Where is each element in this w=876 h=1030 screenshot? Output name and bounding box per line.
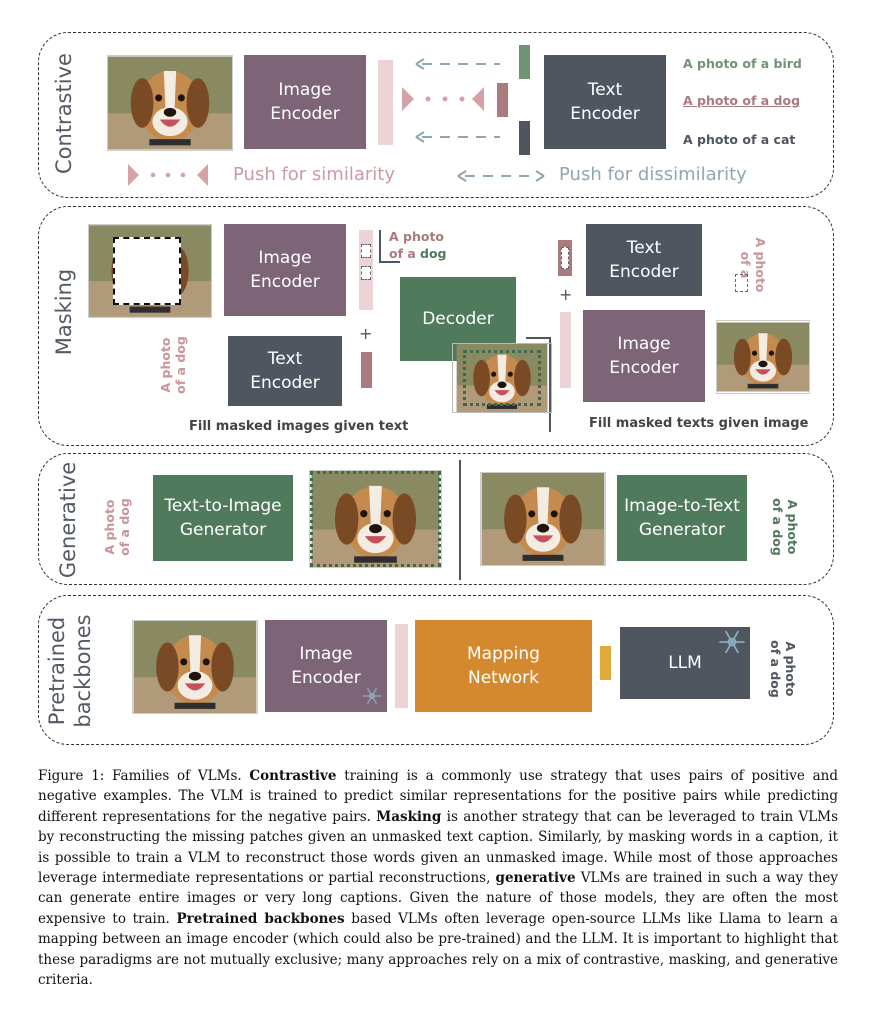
caption-bold-contrastive: Contrastive <box>249 768 337 784</box>
contrastive-panel <box>38 32 834 198</box>
image-embedding-pretrained <box>395 624 408 708</box>
reconstructed-dog-photo <box>452 343 552 413</box>
masking-left-input-text: A photo of a dog <box>158 336 188 394</box>
image-encoder: Image Encoder <box>244 55 366 149</box>
masked-image-embedding <box>359 230 373 310</box>
generated-dog-photo <box>309 470 442 568</box>
image-encoder-masking-right: Image Encoder <box>583 310 705 402</box>
caption-text-1: Families of VLMs. <box>104 768 250 784</box>
text-encoder-masking-left: Text Encoder <box>228 336 342 406</box>
text-embedding-bird <box>519 45 530 79</box>
masked-dog-photo <box>88 224 212 318</box>
contrastive-title: Contrastive <box>52 53 76 174</box>
plus-right: + <box>559 285 573 304</box>
decoded-text-line1: A photo <box>389 229 445 244</box>
mapped-embedding <box>600 646 611 680</box>
caption-cat: A photo of a cat <box>683 132 796 147</box>
similarity-legend-icon <box>128 164 208 186</box>
llm-frozen-snowflake-icon <box>718 630 746 654</box>
dog-photo-masking-right <box>716 320 810 394</box>
mapping-network: Mapping Network <box>415 620 592 712</box>
dog-photo <box>107 55 233 151</box>
pretrained-panel <box>38 595 834 745</box>
decoded-text-line2: of a <box>389 246 416 261</box>
dog-photo-pretrained <box>132 620 258 714</box>
figure-caption: Figure 1: Families of VLMs. Contrastive … <box>38 766 838 990</box>
decoded-text-word: dog <box>420 246 447 261</box>
text-encoder-masking-right: Text Encoder <box>586 224 702 296</box>
caption-text-2: training is a commonly use strategy that… <box>38 768 838 825</box>
masked-text-embedding <box>558 240 572 276</box>
generative-panel <box>38 453 834 585</box>
text-embedding-left <box>361 352 372 388</box>
llm: LLM <box>620 627 750 699</box>
masked-word-slot <box>735 274 748 292</box>
image-encoder-pretrained: Image Encoder <box>265 620 387 712</box>
contrastive-arrows <box>402 58 500 143</box>
caption-text-5: based VLMs often leverage open-source LL… <box>38 910 839 989</box>
legend-similarity: Push for similarity <box>233 164 395 185</box>
caption-bold-pretrained: Pretrained backbones <box>176 910 345 927</box>
pretrained-output-text: A photo of a dog <box>768 640 798 698</box>
caption-bird: A photo of a bird <box>683 56 802 71</box>
caption-label: Figure 1: <box>38 768 105 784</box>
masking-panel <box>38 206 834 446</box>
caption-text-4: VLMs are trained in such a way they can … <box>38 870 838 927</box>
generative-input-text: A photo of a dog <box>102 498 132 556</box>
pretrained-title: Pretrained backbones <box>45 614 95 728</box>
image-embedding-right <box>560 312 571 388</box>
dog-photo-generative-right <box>480 472 606 566</box>
text-to-image-generator: Text-to-Image Generator <box>153 475 293 561</box>
image-embedding <box>378 60 393 145</box>
text-encoder: Text Encoder <box>544 55 666 149</box>
legend-dissimilarity: Push for dissimilarity <box>559 164 747 185</box>
dissimilarity-legend-icon <box>457 170 545 182</box>
masking-caption-left: Fill masked images given text <box>189 419 409 434</box>
masking-caption-right: Fill masked texts given image <box>589 416 809 431</box>
plus-left: + <box>359 324 373 343</box>
caption-text-3: is another strategy that can be leverage… <box>38 808 838 887</box>
generative-title: Generative <box>56 461 80 579</box>
text-embedding-cat <box>519 121 530 155</box>
decoder-connector-lines <box>379 230 551 432</box>
caption-dog: A photo of a dog <box>683 93 801 108</box>
text-embedding-dog <box>497 83 508 117</box>
caption-bold-generative: generative <box>495 870 576 887</box>
caption-bold-masking: Masking <box>376 808 442 825</box>
generative-divider <box>459 460 461 580</box>
generative-output-text: A photo of a dog <box>770 498 800 556</box>
image-to-text-generator: Image-to-Text Generator <box>617 475 747 561</box>
image-encoder-masking-left: Image Encoder <box>224 224 346 316</box>
frozen-snowflake-icon <box>362 687 382 705</box>
masking-title: Masking <box>52 268 76 356</box>
